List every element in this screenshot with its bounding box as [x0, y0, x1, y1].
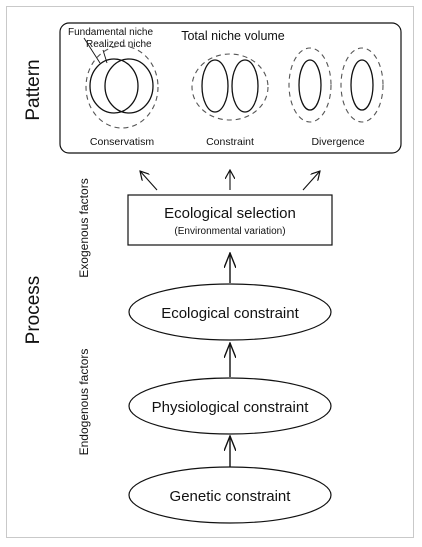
case-label-constraint: Constraint — [206, 136, 254, 148]
divergence-fundamental-niche-a — [288, 47, 332, 123]
divergence-fundamental-niche-b — [340, 47, 384, 123]
legend-realized-niche: Realized niche — [86, 39, 152, 50]
ecological-selection-box — [127, 194, 333, 246]
physiological-constraint-node — [128, 377, 332, 435]
conservatism-niche-b — [104, 58, 154, 114]
conservatism-fundamental-niche — [85, 45, 159, 129]
divergence-niche-b — [350, 59, 374, 111]
legend-fundamental-niche: Fundamental niche — [68, 27, 153, 38]
ecological-constraint-label: Ecological constraint — [161, 305, 299, 322]
pattern-label: Pattern — [23, 59, 44, 120]
endogenous-factors-label: Endogenous factors — [77, 349, 91, 456]
legend-pointer-fundamental — [83, 37, 101, 64]
physiological-constraint-label: Physiological constraint — [152, 399, 310, 416]
ecological-selection-subtitle: (Environmental variation) — [174, 226, 285, 237]
genetic-constraint-label: Genetic constraint — [170, 488, 292, 505]
constraint-fundamental-niche — [191, 53, 269, 121]
panel-title: Total niche volume — [181, 29, 285, 43]
conservatism-niche-a — [89, 58, 139, 114]
arrow-to-divergence — [302, 171, 320, 191]
case-label-conservatism: Conservatism — [90, 136, 154, 148]
figure-frame — [6, 6, 414, 538]
genetic-constraint-node — [128, 466, 332, 524]
arrow-to-conservatism — [140, 171, 158, 191]
pattern-panel — [59, 22, 402, 154]
process-label: Process — [23, 276, 44, 345]
ecological-selection-title: Ecological selection — [164, 205, 296, 222]
case-label-divergence: Divergence — [311, 136, 364, 148]
constraint-niche-b — [231, 59, 259, 113]
divergence-niche-a — [298, 59, 322, 111]
ecological-constraint-node — [128, 283, 332, 341]
exogenous-factors-label: Exogenous factors — [77, 178, 91, 277]
constraint-niche-a — [201, 59, 229, 113]
